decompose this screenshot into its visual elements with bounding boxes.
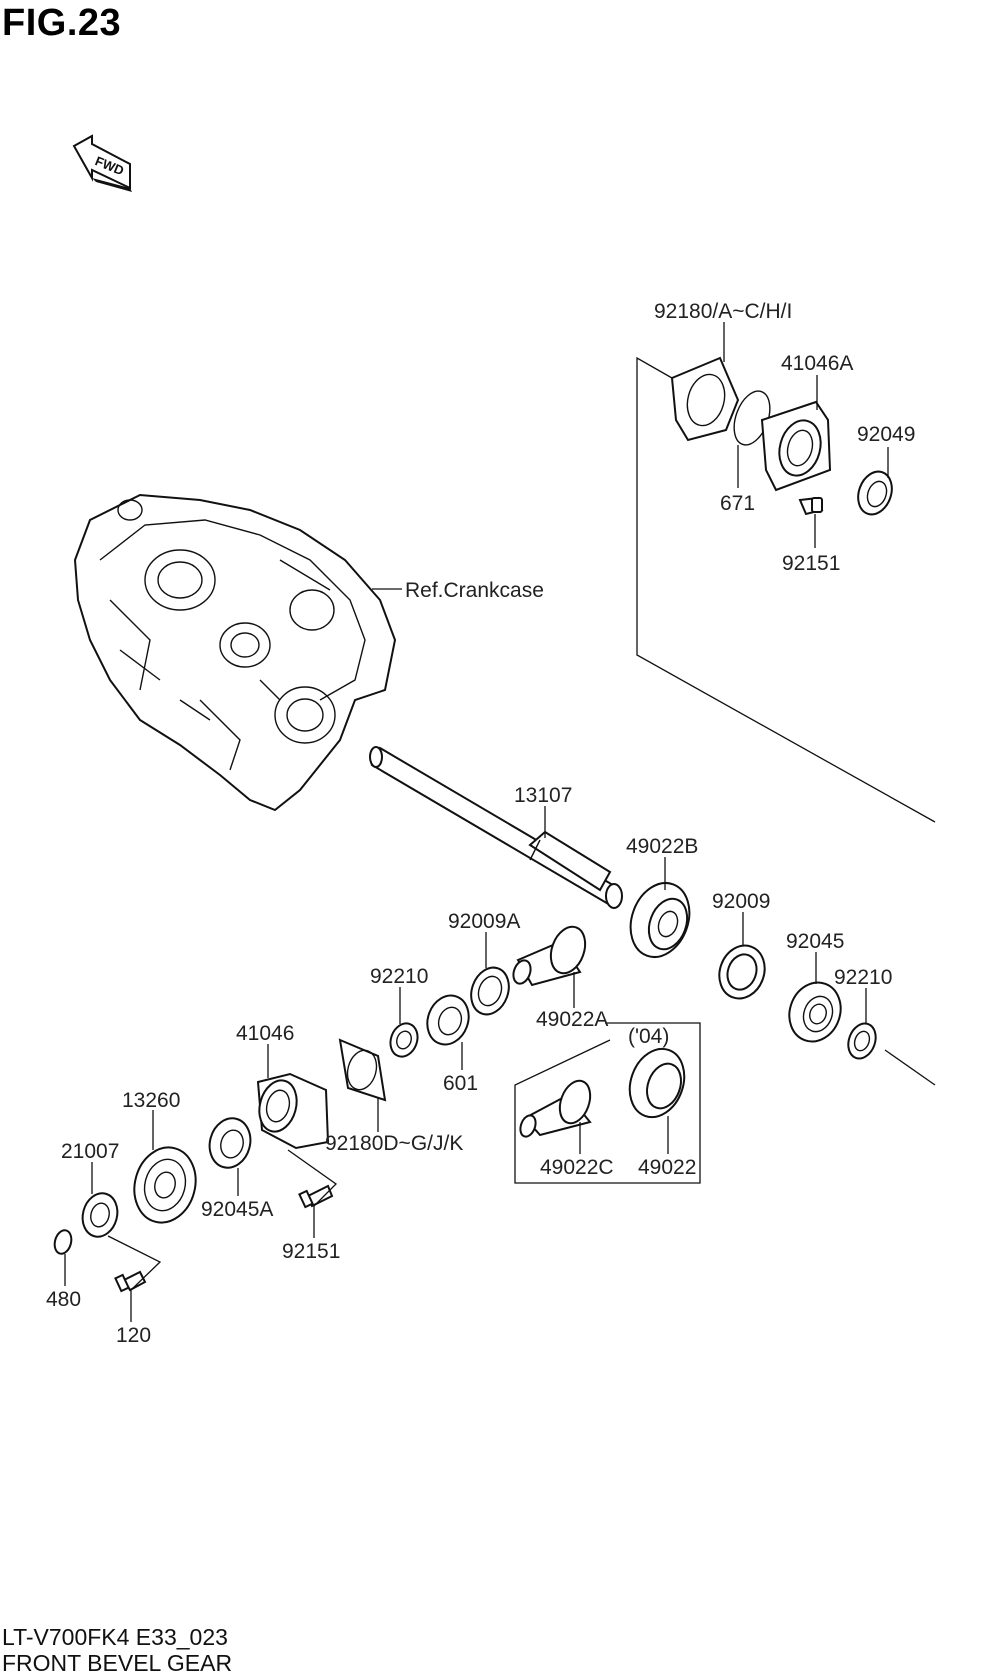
label-92049: 92049 xyxy=(857,423,915,446)
label-92009: 92009 xyxy=(712,890,770,913)
spacer-92009 xyxy=(718,944,766,1000)
label-41046a: 41046A xyxy=(781,352,853,375)
figure-title: FIG.23 xyxy=(2,2,122,44)
spacer-92009a xyxy=(470,966,510,1016)
label-49022b: 49022B xyxy=(626,835,698,858)
label-671: 671 xyxy=(720,492,755,515)
label-49022: 49022 xyxy=(638,1156,696,1179)
bearing-92045 xyxy=(788,981,842,1043)
crankcase-part xyxy=(73,493,397,812)
assembly-name: FRONT BEVEL GEAR xyxy=(2,1650,233,1676)
leader-lines xyxy=(64,322,889,1322)
bearing-92045a xyxy=(208,1117,252,1169)
bevel-gear-49022 xyxy=(628,1047,686,1119)
label-92210-right: 92210 xyxy=(834,966,892,989)
fwd-arrow-icon: FWD xyxy=(72,134,132,192)
gasket-92180d xyxy=(338,1038,387,1102)
label-49022a: 49022A xyxy=(536,1008,608,1031)
seal-92049 xyxy=(857,470,893,516)
label-92151-bottom: 92151 xyxy=(282,1240,340,1263)
label-480: 480 xyxy=(46,1288,81,1311)
plate-21007 xyxy=(81,1192,119,1238)
label-601: 601 xyxy=(443,1072,478,1095)
nut-92210-right xyxy=(847,1022,877,1060)
label-92180d-gjk: 92180D~G/J/K xyxy=(325,1132,463,1155)
label-120: 120 xyxy=(116,1324,151,1347)
label-13260: 13260 xyxy=(122,1089,180,1112)
housing-41046 xyxy=(256,1072,330,1150)
bolt-92151-top xyxy=(798,496,824,516)
label-49022c: 49022C xyxy=(540,1156,614,1179)
label-92210-left: 92210 xyxy=(370,965,428,988)
gasket-92180a xyxy=(670,356,740,442)
nut-92210-left xyxy=(389,1022,419,1058)
label-04: ('04) xyxy=(628,1025,669,1048)
label-92180-ach: 92180/A~C/H/I xyxy=(654,300,792,323)
label-92045: 92045 xyxy=(786,930,844,953)
label-ref-crankcase: Ref.Crankcase xyxy=(405,579,544,602)
housing-41046a xyxy=(760,400,832,492)
label-21007: 21007 xyxy=(61,1140,119,1163)
inset-box-04 xyxy=(514,1022,701,1184)
model-code: LT-V700FK4 E33_023 xyxy=(2,1624,228,1650)
gear-13260 xyxy=(133,1146,197,1224)
label-92045a: 92045A xyxy=(201,1198,273,1221)
label-13107: 13107 xyxy=(514,784,572,807)
bolt-120 xyxy=(114,1270,147,1293)
label-92151-top: 92151 xyxy=(782,552,840,575)
callout-labels: 92180/A~C/H/I 41046A 92049 671 92151 Ref… xyxy=(46,300,915,1347)
label-92009a: 92009A xyxy=(448,910,520,933)
pinion-gear-49022c xyxy=(519,1079,592,1138)
label-41046: 41046 xyxy=(236,1022,294,1045)
pinion-gear-49022a xyxy=(512,925,587,987)
bevel-gear-49022b xyxy=(629,882,691,958)
shaft-13107 xyxy=(369,746,623,909)
bearing-601 xyxy=(426,994,470,1046)
bolt-92151-bottom xyxy=(298,1184,334,1209)
circlip-480 xyxy=(53,1229,73,1255)
